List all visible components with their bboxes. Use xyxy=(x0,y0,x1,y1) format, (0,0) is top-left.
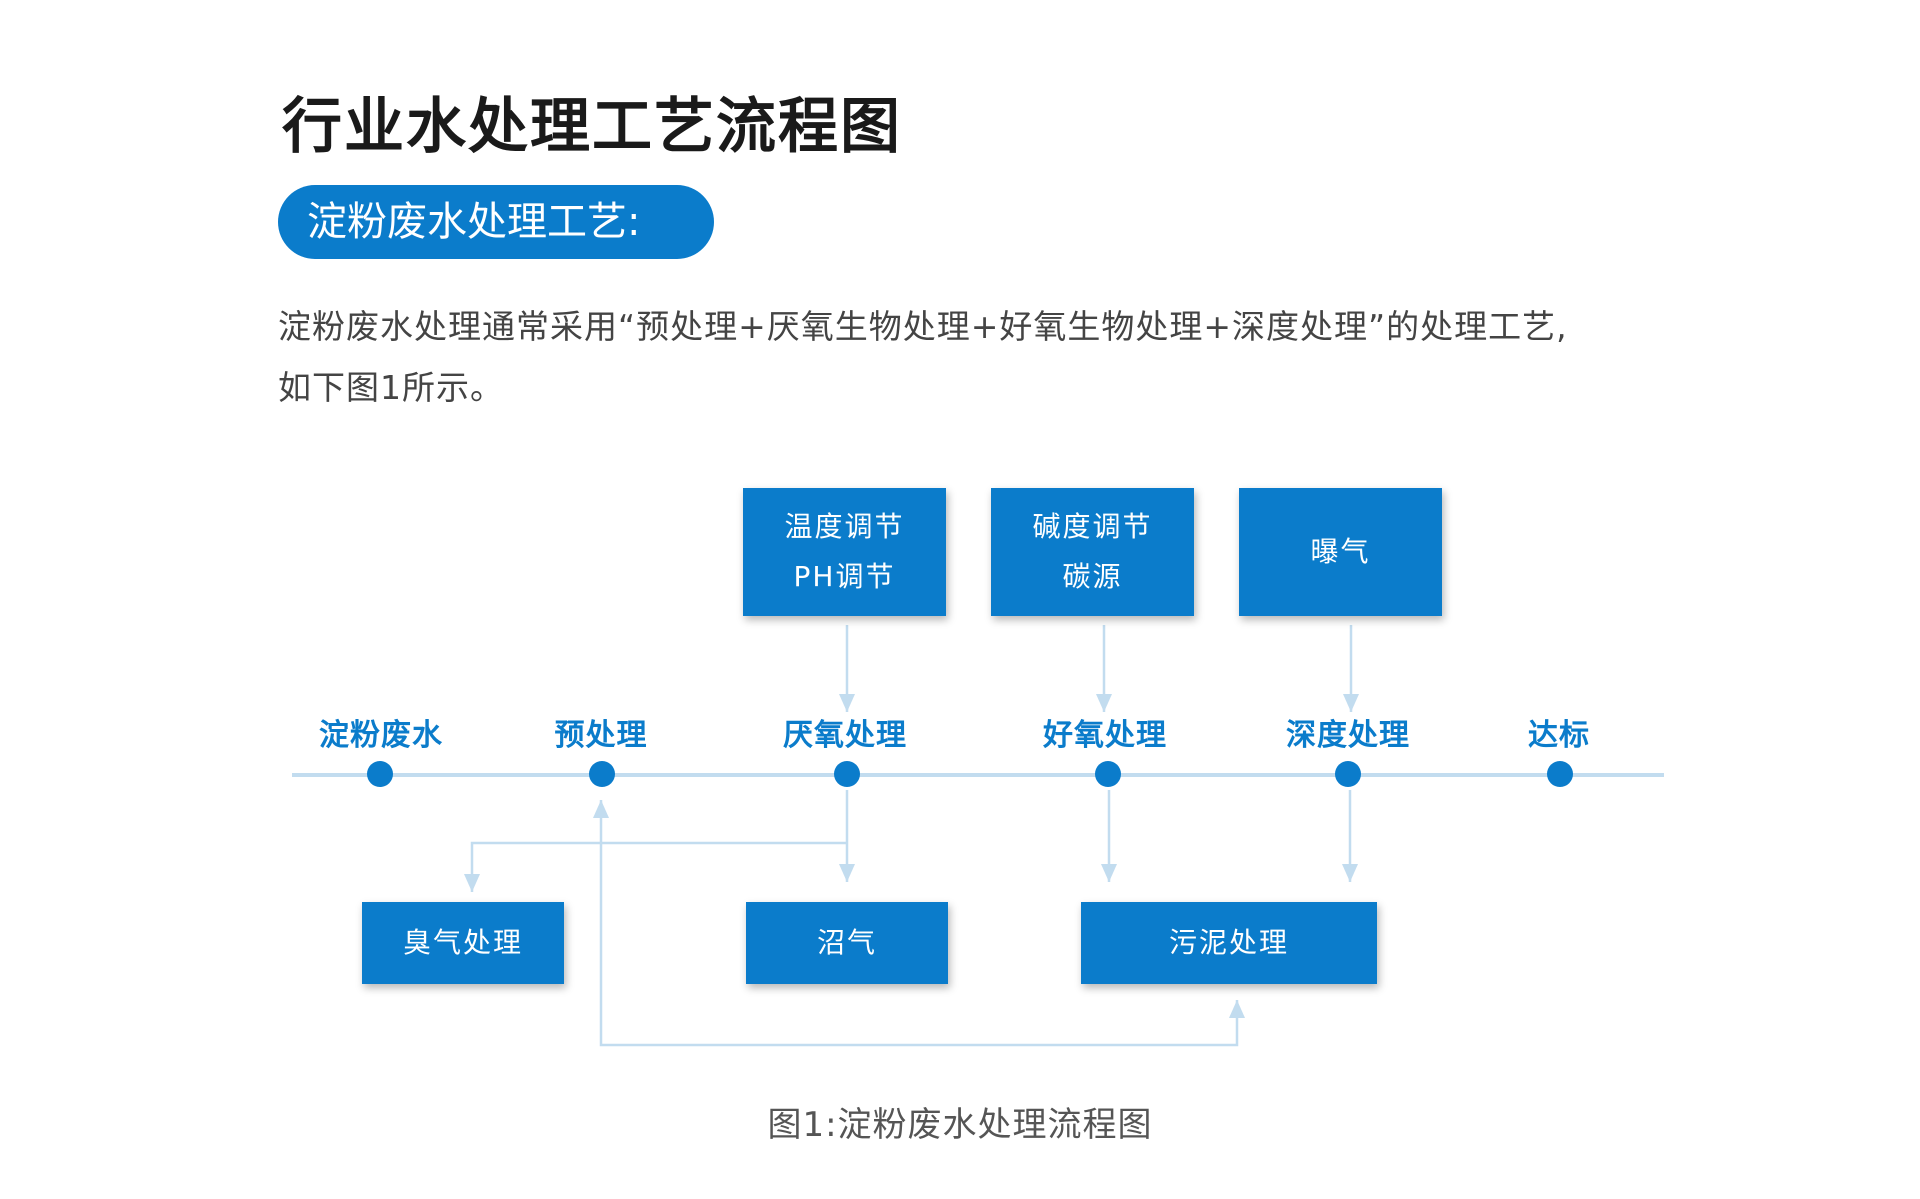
arrow-sludge-return-to-pretreatment xyxy=(593,800,1245,1047)
stage-node xyxy=(367,761,393,787)
box-line: 碱度调节 xyxy=(1032,510,1153,543)
stage-label-raw-wastewater: 淀粉废水 xyxy=(319,718,443,753)
process-box-aeration: 曝气 xyxy=(1239,488,1442,616)
box-line: 污泥处理 xyxy=(1168,926,1289,959)
figure-caption: 图1:淀粉废水处理流程图 xyxy=(767,1105,1153,1145)
arrow-anaerobic-to-odor xyxy=(464,841,847,892)
page-title: 行业水处理工艺流程图 xyxy=(282,92,902,162)
stage-label-advanced: 深度处理 xyxy=(1286,718,1410,753)
stage-label-compliant: 达标 xyxy=(1528,718,1590,753)
process-box-biogas: 沼气 xyxy=(746,902,948,984)
stage-label-pretreatment: 预处理 xyxy=(554,718,648,753)
stage-label-anaerobic: 厌氧处理 xyxy=(783,718,907,753)
stage-node xyxy=(1335,761,1361,787)
process-box-alkalinity-carbon: 碱度调节 碳源 xyxy=(991,488,1194,616)
box-line: 温度调节 xyxy=(784,510,905,543)
process-box-odor-treatment: 臭气处理 xyxy=(362,902,564,984)
box-line: 碳源 xyxy=(1062,560,1123,593)
intro-paragraph: 淀粉废水处理通常采用“预处理+厌氧生物处理+好氧生物处理+深度处理”的处理工艺,… xyxy=(278,296,1678,418)
intro-line-2: 如下图1所示。 xyxy=(278,368,504,407)
box-line: 沼气 xyxy=(816,926,877,959)
stage-node xyxy=(834,761,860,787)
box-line: PH调节 xyxy=(793,560,896,593)
process-box-temperature-ph: 温度调节 PH调节 xyxy=(743,488,946,616)
section-heading-badge: 淀粉废水处理工艺: xyxy=(278,185,714,259)
box-line: 曝气 xyxy=(1310,535,1371,568)
intro-line-1: 淀粉废水处理通常采用“预处理+厌氧生物处理+好氧生物处理+深度处理”的处理工艺, xyxy=(278,307,1568,346)
stage-label-aerobic: 好氧处理 xyxy=(1043,718,1167,753)
stage-node xyxy=(1095,761,1121,787)
stage-node xyxy=(589,761,615,787)
stage-node xyxy=(1547,761,1573,787)
process-box-sludge-treatment: 污泥处理 xyxy=(1081,902,1377,984)
box-line: 臭气处理 xyxy=(402,926,523,959)
